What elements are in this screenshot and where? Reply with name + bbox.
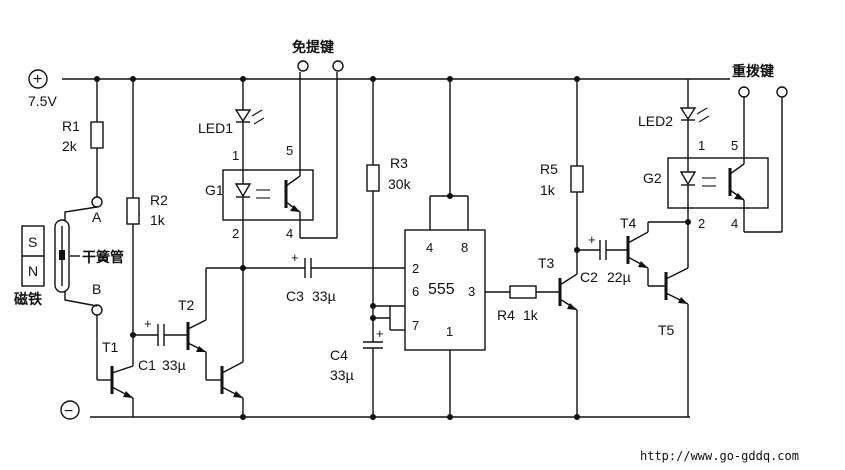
r3-resistor (366, 164, 380, 192)
c4-value: 33µ (330, 367, 354, 383)
ic-pin4: 4 (426, 240, 433, 255)
reed-switch-label: 干簧管 (82, 249, 124, 266)
r1-resistor (90, 121, 104, 149)
supply-voltage: 7.5V (28, 93, 57, 109)
g2-optocoupler (667, 157, 769, 209)
c3-plus: + (291, 250, 299, 265)
c2-value: 22µ (607, 269, 631, 285)
c3-name: C3 (286, 288, 304, 304)
t4-label: T4 (620, 215, 637, 231)
t4-transistor (626, 221, 688, 287)
reed-switch-tube (54, 219, 70, 293)
r2-resistor (126, 197, 140, 225)
ic-pin3: 3 (468, 284, 475, 299)
g1-optocoupler (222, 169, 314, 221)
minus-sign: − (64, 403, 73, 420)
g2-pin5: 5 (731, 138, 738, 153)
t1-label: T1 (102, 339, 119, 355)
ic-label: 555 (428, 281, 455, 298)
r4-value: 1k (523, 307, 539, 323)
plus-terminal (28, 69, 48, 89)
node-b-terminal (91, 304, 103, 316)
ic-pin1: 1 (446, 324, 453, 339)
watermark-url: http://www.go-gddq.com (640, 449, 799, 463)
r2-value: 1k (150, 212, 166, 228)
c4-name: C4 (330, 347, 348, 363)
g1-pin5: 5 (286, 143, 293, 158)
t1-transistor (110, 365, 134, 417)
r1-name: R1 (62, 118, 80, 134)
led2-label: LED2 (638, 113, 673, 129)
led1-diode (234, 109, 252, 123)
g1-pin4: 4 (286, 226, 293, 241)
r1-value: 2k (62, 138, 78, 154)
magnet-n: N (28, 263, 38, 279)
g2-pin4: 4 (731, 216, 738, 231)
g1-label: G1 (205, 182, 224, 198)
r5-resistor (570, 165, 584, 193)
r3-value: 30k (388, 176, 412, 192)
t2-transistor (186, 267, 244, 417)
t3-label: T3 (538, 255, 555, 271)
r3-name: R3 (390, 155, 408, 171)
node-b-label: B (92, 281, 101, 297)
r4-resistor (509, 285, 537, 299)
g1-pin2: 2 (232, 226, 239, 241)
r2-name: R2 (150, 192, 168, 208)
r5-value: 1k (540, 182, 556, 198)
redial-terminal-a[interactable] (738, 86, 750, 98)
c1-name: C1 (138, 357, 156, 373)
t2-label: T2 (178, 297, 195, 313)
magnet-s: S (28, 234, 37, 250)
led1-label: LED1 (198, 120, 233, 136)
hands-free-terminal-a[interactable] (297, 60, 309, 72)
r4-name: R4 (497, 307, 515, 323)
minus-terminal (60, 400, 80, 420)
magnet-label: 磁铁 (14, 291, 42, 308)
g2-pin2: 2 (698, 216, 705, 231)
hands-free-key-label: 免提键 (292, 39, 335, 56)
ic-555 (404, 229, 486, 351)
led2-diode (679, 107, 697, 121)
c1-plus: + (144, 316, 152, 331)
c2-plus: + (588, 232, 596, 247)
ic-pin6: 6 (412, 284, 419, 299)
redial-key-label: 重拨键 (732, 63, 775, 80)
c2-name: C2 (580, 269, 598, 285)
g2-label: G2 (643, 170, 662, 186)
r5-name: R5 (540, 161, 558, 177)
c1-value: 33µ (162, 357, 186, 373)
t3-transistor (558, 273, 578, 417)
ic-pin7: 7 (412, 318, 419, 333)
c4-plus: + (376, 326, 384, 341)
ic-pin2: 2 (412, 261, 419, 276)
redial-terminal-b[interactable] (776, 86, 788, 98)
hands-free-terminal-b[interactable] (332, 60, 344, 72)
node-a-label: A (92, 209, 102, 225)
t5-transistor (664, 222, 689, 417)
t5-label: T5 (658, 322, 675, 338)
ic-pin8: 8 (461, 240, 468, 255)
g1-pin1: 1 (232, 148, 239, 163)
reed-contact (59, 250, 65, 260)
g2-pin1: 1 (698, 138, 705, 153)
plus-sign: + (33, 71, 42, 88)
c3-value: 33µ (312, 288, 336, 304)
node-a-terminal (91, 196, 103, 208)
